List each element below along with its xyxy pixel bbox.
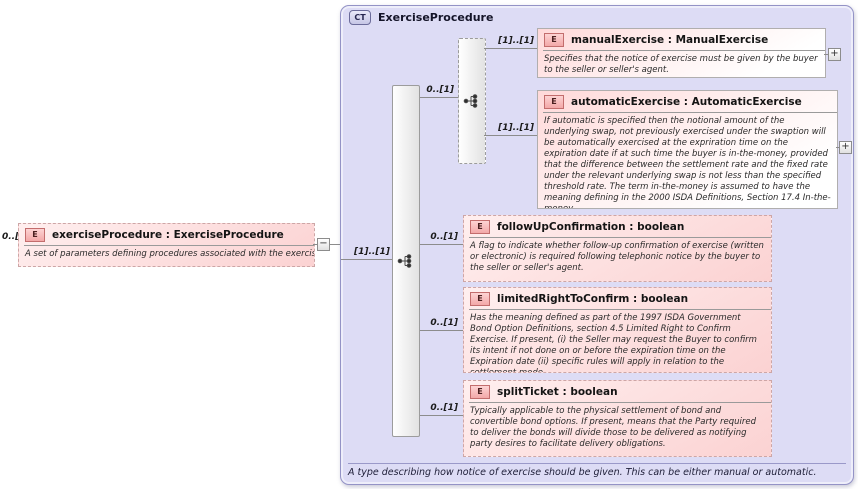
element-description: A flag to indicate whether follow-up con… [470, 241, 764, 273]
connector-line [836, 147, 840, 148]
expand-button[interactable]: + [839, 141, 852, 154]
element-manualExercise[interactable]: E manualExercise : ManualExercise Specif… [537, 28, 826, 78]
choice-compositor[interactable] [458, 38, 486, 164]
element-title: limitedRightToConfirm : boolean [497, 293, 689, 305]
complex-type-annotation: A type describing how notice of exercise… [348, 467, 817, 478]
complex-type-badge-icon: CT [349, 10, 371, 25]
connector-line [329, 244, 341, 245]
divider [469, 402, 771, 403]
splitTicket-cardinality-label: 0..[1] [430, 403, 458, 413]
element-title: exerciseProcedure : ExerciseProcedure [52, 229, 284, 241]
connector-line [341, 259, 392, 260]
element-badge-icon: E [470, 292, 490, 306]
connector-line [420, 415, 463, 416]
connector-line [313, 244, 317, 245]
connector-line [420, 97, 458, 98]
connector-line [824, 54, 829, 55]
element-title: splitTicket : boolean [497, 386, 618, 398]
manualExercise-cardinality-label: [1]..[1] [498, 36, 534, 46]
element-splitTicket[interactable]: E splitTicket : boolean Typically applic… [463, 380, 772, 457]
divider [469, 237, 771, 238]
element-exerciseProcedure[interactable]: E exerciseProcedure : ExerciseProcedure … [18, 223, 315, 267]
sequence-cardinality-label: [1]..[1] [354, 247, 390, 257]
element-title: followUpConfirmation : boolean [497, 221, 685, 233]
element-title: manualExercise : ManualExercise [571, 34, 769, 46]
connector-line [420, 244, 463, 245]
element-badge-icon: E [470, 385, 490, 399]
sequence-compositor[interactable] [392, 85, 420, 437]
divider [469, 309, 771, 310]
connector-line [420, 330, 463, 331]
element-description: A set of parameters defining procedures … [25, 249, 315, 259]
element-title: automaticExercise : AutomaticExercise [571, 96, 802, 108]
element-description: Typically applicable to the physical set… [470, 406, 757, 449]
element-description: If automatic is specified then the notio… [544, 116, 831, 209]
automaticExercise-cardinality-label: [1]..[1] [498, 123, 534, 133]
connector-line [484, 135, 537, 136]
divider [348, 463, 846, 464]
choice-icon [463, 94, 478, 108]
element-followUpConfirmation[interactable]: E followUpConfirmation : boolean A flag … [463, 215, 772, 282]
choice-cardinality-label: 0..[1] [426, 85, 454, 95]
root-cardinality-label: 0..[1] [2, 232, 30, 242]
connector-line [484, 48, 537, 49]
divider [543, 50, 825, 51]
complex-type-title: ExerciseProcedure [378, 11, 494, 24]
divider [543, 112, 837, 113]
expand-button[interactable]: + [828, 48, 841, 61]
element-badge-icon: E [25, 228, 45, 242]
element-badge-icon: E [470, 220, 490, 234]
element-badge-icon: E [544, 33, 564, 47]
followUpConfirmation-cardinality-label: 0..[1] [430, 232, 458, 242]
divider [24, 245, 314, 246]
element-description: Specifies that the notice of exercise mu… [544, 54, 818, 75]
element-limitedRightToConfirm[interactable]: E limitedRightToConfirm : boolean Has th… [463, 287, 772, 373]
element-description: Has the meaning defined as part of the 1… [470, 313, 757, 373]
limitedRightToConfirm-cardinality-label: 0..[1] [430, 318, 458, 328]
element-badge-icon: E [544, 95, 564, 109]
element-automaticExercise[interactable]: E automaticExercise : AutomaticExercise … [537, 90, 838, 209]
sequence-icon [397, 254, 412, 268]
